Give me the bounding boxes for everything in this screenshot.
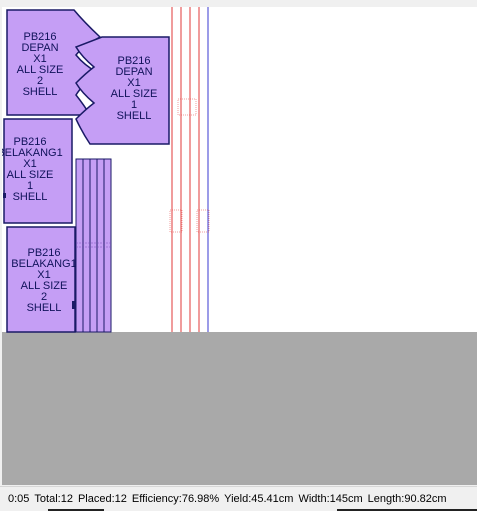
- status-divider: [337, 509, 477, 511]
- status-divider: [48, 509, 104, 511]
- piece-label-line: SHELL: [13, 191, 48, 203]
- piece-label-line: ALL SIZE: [7, 169, 54, 181]
- status-time: 0:05: [8, 493, 30, 505]
- piece-label-line: 1: [131, 99, 137, 111]
- piece-label-line: PB216: [13, 136, 46, 148]
- piece-label-line: SHELL: [27, 302, 62, 314]
- status-bar: 0:05 Total:12 Placed:12 Efficiency:76.98…: [0, 486, 477, 511]
- status-efficiency: Efficiency:76.98%: [131, 493, 220, 505]
- piece-depan-2[interactable]: PB216 DEPAN X1 ALL SIZE 2 SHELL: [6, 9, 102, 116]
- notch-mark: [72, 301, 75, 309]
- piece-label-line: ALL SIZE: [111, 88, 158, 100]
- piece-label-line: 2: [41, 291, 47, 303]
- status-width: Width:145cm: [298, 493, 363, 505]
- status-placed: Placed:12: [77, 493, 127, 505]
- piece-label-line: X1: [37, 269, 50, 281]
- piece-label-line: DEPAN: [115, 66, 152, 78]
- piece-label-line: BELAKANG1: [11, 258, 76, 270]
- status-total: Total:12: [34, 493, 73, 505]
- piece-label-line: PB216: [23, 31, 56, 43]
- piece-belakang-2[interactable]: PB216 BELAKANG1 X1 ALL SIZE 2 SHELL: [6, 226, 77, 333]
- piece-label-line: SHELL: [117, 110, 152, 122]
- strip-pieces[interactable]: [75, 158, 112, 333]
- piece-label-line: BELAKANG1: [2, 147, 63, 159]
- piece-label-line: SHELL: [23, 86, 58, 98]
- status-yield: Yield:45.41cm: [224, 493, 294, 505]
- piece-label-line: 2: [37, 75, 43, 87]
- piece-label-line: 1: [27, 180, 33, 192]
- piece-belakang-1[interactable]: PB216 BELAKANG1 X1 ALL SIZE 1 SHELL: [2, 118, 73, 224]
- piece-label-line: ALL SIZE: [21, 280, 68, 292]
- piece-label-line: X1: [127, 77, 140, 89]
- piece-label-line: PB216: [117, 55, 150, 67]
- marker-drawing: PB216 DEPAN X1 ALL SIZE 2 SHELL PB216 DE…: [2, 7, 477, 333]
- piece-label-line: DEPAN: [21, 42, 58, 54]
- piece-depan-1[interactable]: PB216 DEPAN X1 ALL SIZE 1 SHELL: [74, 36, 170, 145]
- piece-label-line: ALL SIZE: [17, 64, 64, 76]
- marker-canvas[interactable]: PB216 DEPAN X1 ALL SIZE 2 SHELL PB216 DE…: [2, 7, 477, 485]
- piece-label-line: X1: [23, 158, 36, 170]
- notch-mark: [3, 193, 6, 198]
- binding-strips[interactable]: [169, 7, 210, 332]
- status-length: Length:90.82cm: [367, 493, 447, 505]
- piece-label-line: X1: [33, 53, 46, 65]
- piece-label-line: PB216: [27, 247, 60, 259]
